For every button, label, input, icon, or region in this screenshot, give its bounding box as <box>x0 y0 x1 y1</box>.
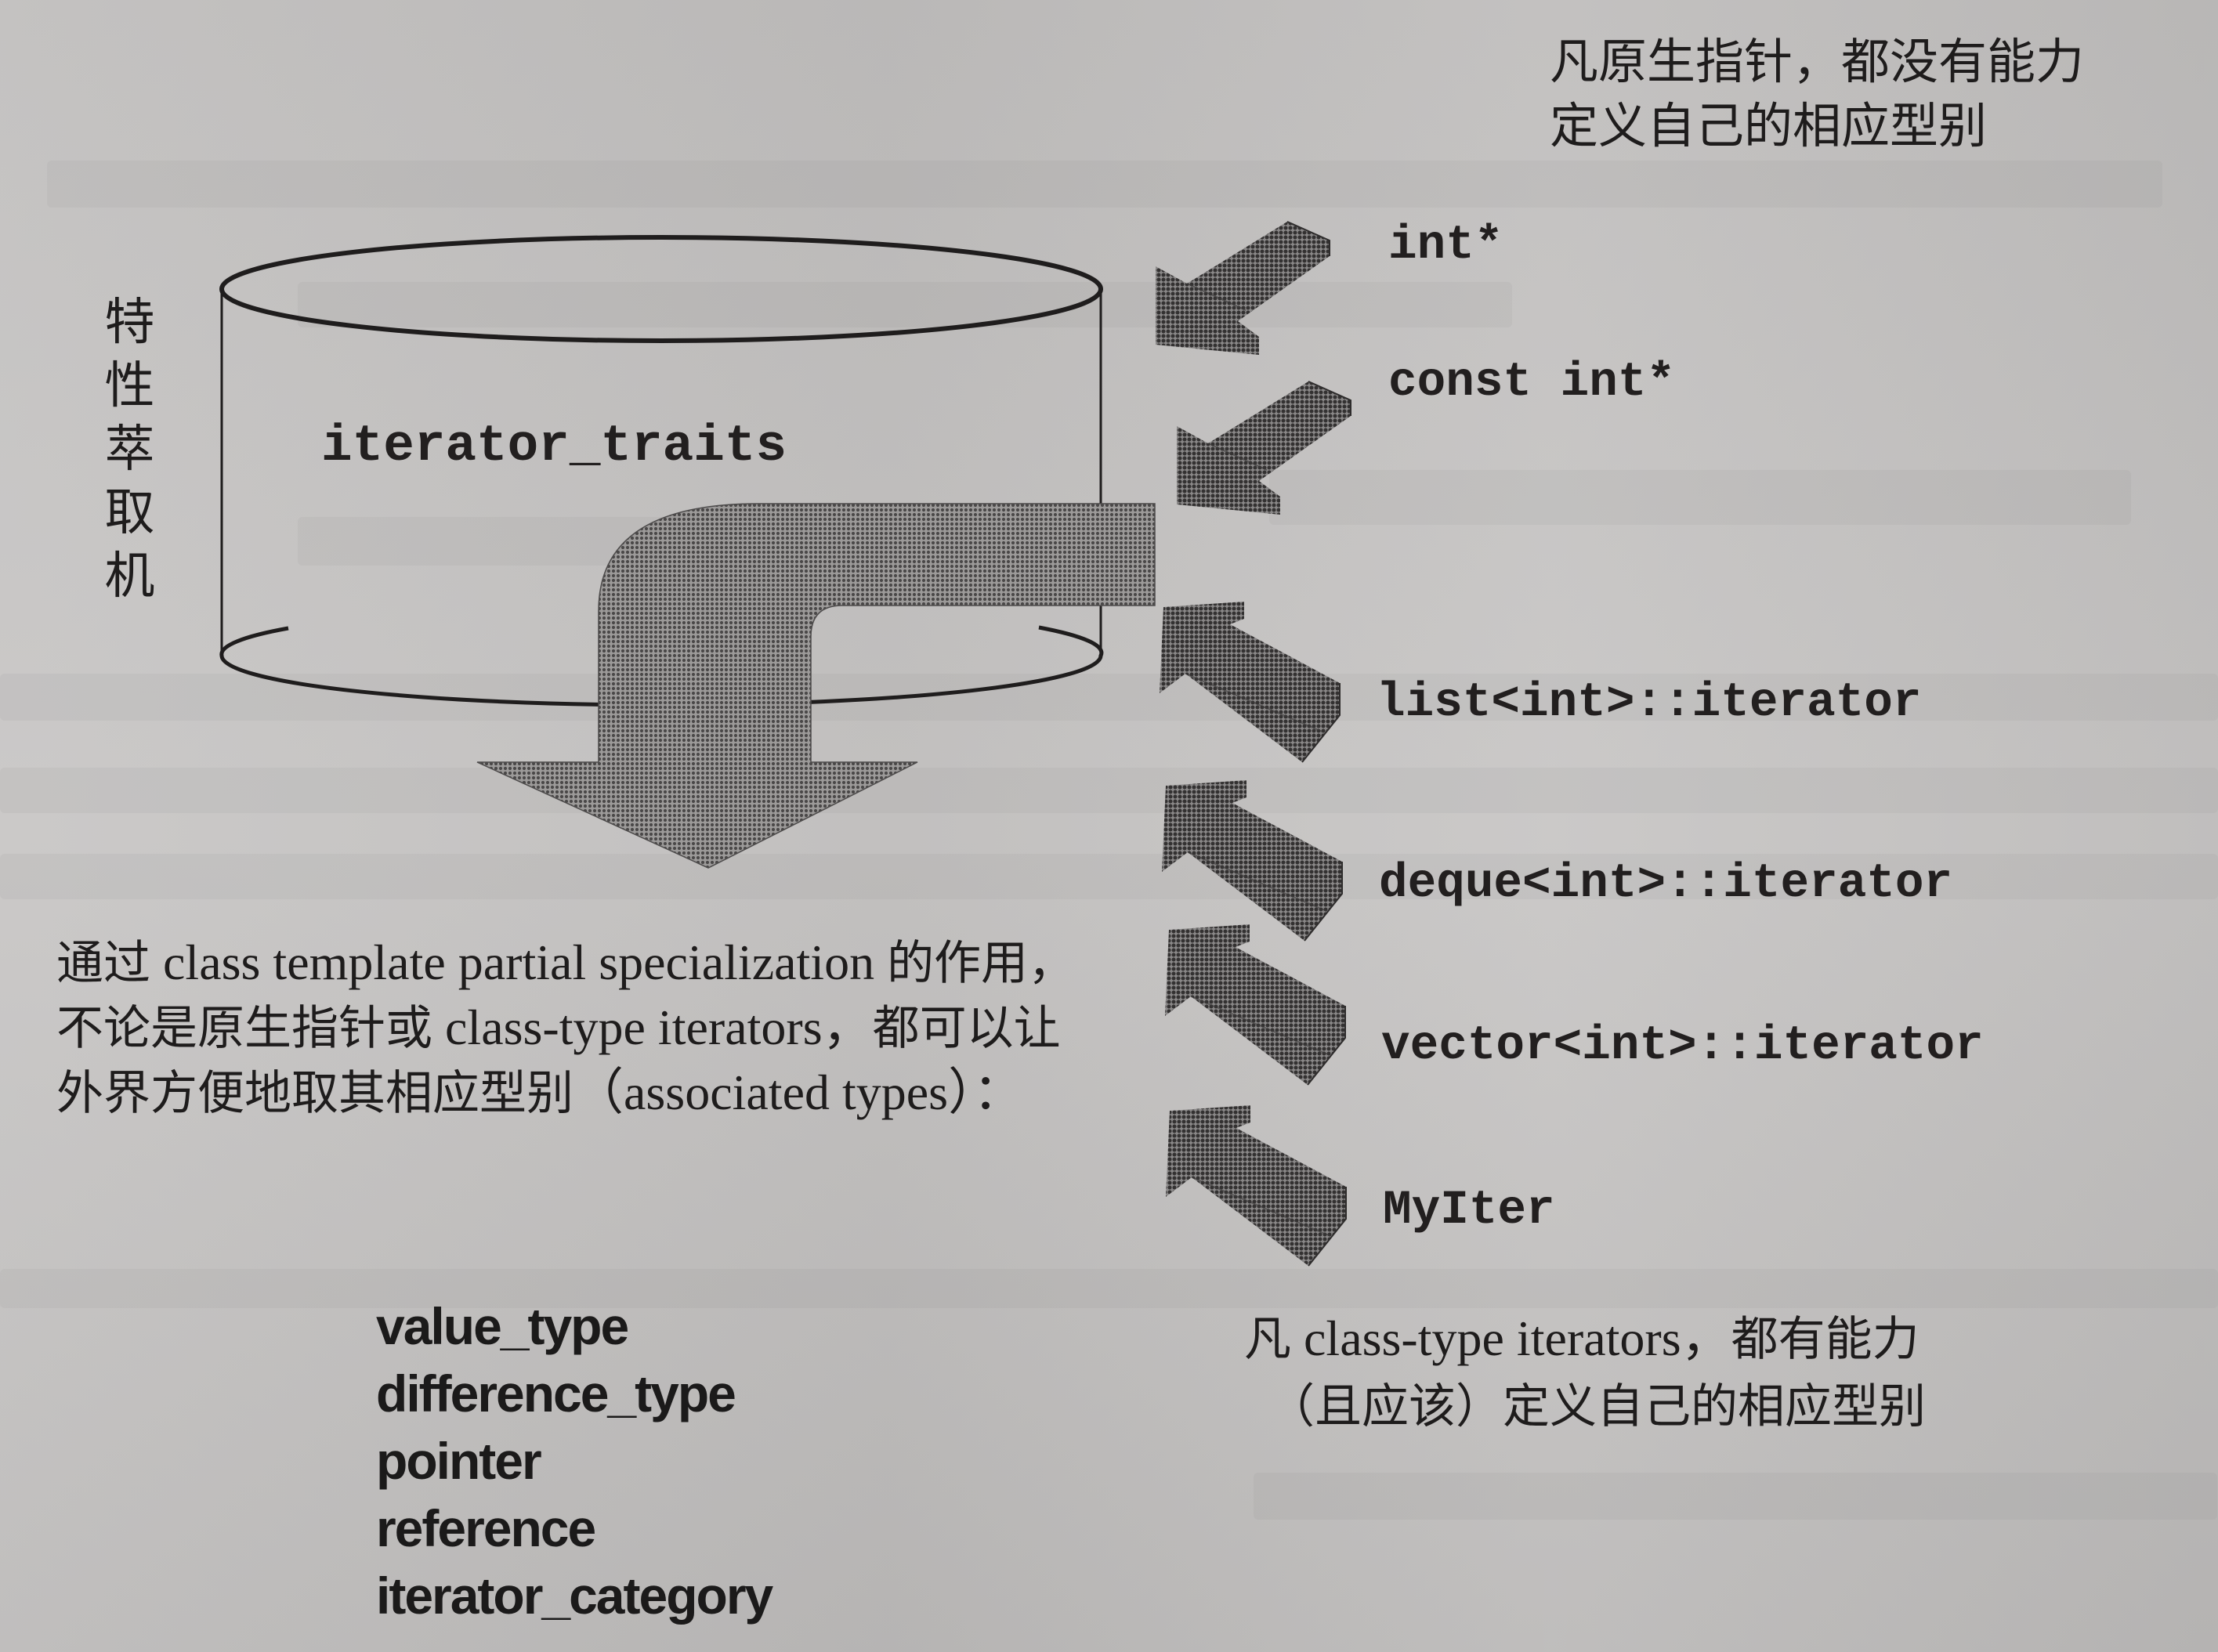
arrow-myiter-icon <box>1165 1104 1347 1267</box>
top-note-line-1: 凡原生指针，都没有能力 <box>1550 33 2085 90</box>
bottom-note: 凡 class-type iterators，都有能力 （且应该）定义自己的相应… <box>1244 1305 1926 1441</box>
top-note-line-2: 定义自己的相应型别 <box>1550 97 1988 154</box>
bottom-note-line-2: （且应该）定义自己的相应型别 <box>1268 1379 1926 1434</box>
bleed-through-line <box>0 674 2218 721</box>
side-label-char: 性 <box>104 357 155 415</box>
arrow-int-ptr-icon <box>1155 221 1330 356</box>
bleed-through-line <box>0 854 2218 899</box>
side-label-char: 机 <box>104 548 155 605</box>
arrow-vector-iterator-icon <box>1164 924 1346 1086</box>
input-label-const-int-ptr: const int* <box>1388 356 1676 410</box>
text-en: class-type iterators， <box>432 1000 873 1055</box>
side-label-char: 特 <box>104 294 155 352</box>
bleed-through-line <box>0 768 2218 813</box>
explanation-line-3: 外界方便地取其相应型别（associated types）： <box>56 1061 1075 1126</box>
bottom-note-line-1: 凡 class-type iterators，都有能力 <box>1244 1305 1926 1373</box>
text-zh: 不论是原生指针或 <box>56 1001 432 1056</box>
text-en: class template partial specialization <box>150 934 888 990</box>
bleed-through-line <box>1269 470 2131 525</box>
text-zh: 的作用， <box>887 936 1076 991</box>
top-note: 凡原生指针，都没有能力 定义自己的相应型别 <box>1550 30 2084 158</box>
text-zh: 都有能力 <box>1731 1312 1919 1367</box>
associated-type-item: difference_type <box>376 1365 736 1422</box>
associated-type-item: iterator_category <box>376 1567 773 1625</box>
bleed-through-line <box>47 161 2162 208</box>
bent-down-arrow-icon <box>476 503 1156 869</box>
side-label-char: 萃 <box>104 421 155 479</box>
arrow-list-iterator-icon <box>1159 601 1341 763</box>
text-zh: 通过 <box>56 936 150 991</box>
cylinder-label: iterator_traits <box>321 417 787 475</box>
associated-type-item: value_type <box>376 1297 629 1355</box>
associated-types-list: value_type difference_type pointer refer… <box>376 1292 773 1629</box>
input-label-int-ptr: int* <box>1388 219 1503 273</box>
text-en: class-type iterators， <box>1291 1310 1731 1366</box>
explanation-line-2: 不论是原生指针或 class-type iterators，都可以让 <box>56 996 1075 1061</box>
input-label-list-iterator: list<int>::iterator <box>1377 676 1922 730</box>
explanation-line-1: 通过 class template partial specialization… <box>56 931 1075 996</box>
associated-type-item: pointer <box>376 1432 542 1490</box>
explanation-paragraph: 通过 class template partial specialization… <box>56 931 1075 1126</box>
bleed-through-line <box>1254 1473 2217 1520</box>
associated-type-item: reference <box>376 1499 596 1557</box>
text-zh: 都可以让 <box>872 1001 1061 1056</box>
bleed-through-line <box>298 282 1512 327</box>
bleed-through-line <box>0 1269 2218 1308</box>
input-label-deque-iterator: deque<int>::iterator <box>1379 857 1953 911</box>
text-en: （associated types）： <box>573 1065 1024 1120</box>
arrow-const-int-ptr-icon <box>1176 381 1351 515</box>
arrow-deque-iterator-icon <box>1161 779 1343 942</box>
side-label-char: 取 <box>104 484 155 542</box>
text-zh: 外界方便地取其相应型别 <box>56 1066 573 1121</box>
input-label-vector-iterator: vector<int>::iterator <box>1381 1019 1984 1073</box>
input-label-myiter: MyIter <box>1383 1184 1555 1238</box>
text-zh: 凡 <box>1244 1312 1291 1367</box>
side-label: 特 性 萃 取 机 <box>100 291 159 609</box>
